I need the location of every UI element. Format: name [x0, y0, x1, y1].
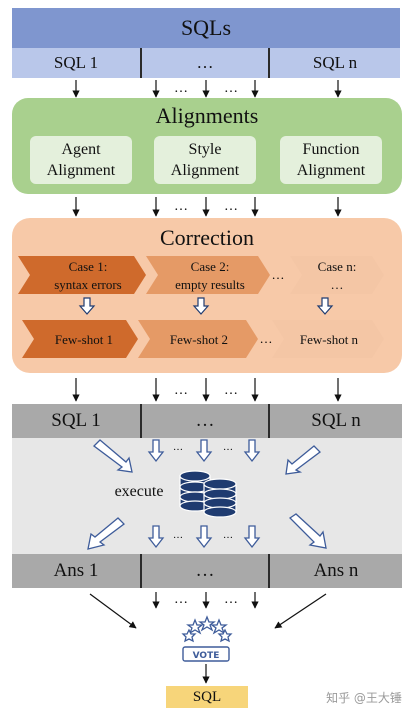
- correction-title: Correction: [159, 225, 255, 250]
- arrows-correction-to-results: [72, 378, 342, 402]
- dots-3b: …: [224, 383, 238, 398]
- result-middle-cell: …: [142, 404, 268, 438]
- execute-output-arrows: [87, 513, 327, 550]
- fewshot-n-chevron: [272, 320, 384, 358]
- case-n-line2: …: [331, 277, 344, 292]
- case-1-line2: syntax errors: [54, 277, 122, 292]
- arrows-answers-to-vote: [89, 592, 327, 629]
- sql-n-label: SQL n: [312, 53, 358, 72]
- dots-1a: …: [174, 81, 188, 96]
- sql-results-row: SQL 1 … SQL n: [12, 404, 402, 438]
- dots-2b: …: [224, 199, 238, 214]
- sqls-header: SQLs: [12, 8, 400, 48]
- card-line: Style: [188, 141, 222, 158]
- case-n-line1: Case n:: [318, 259, 357, 274]
- sqls-title: SQLs: [180, 15, 232, 40]
- dots-2a: …: [174, 199, 188, 214]
- sql-1-label: SQL 1: [53, 53, 99, 72]
- sql-1-cell: SQL 1: [12, 48, 140, 78]
- result-sql-n-label: SQL n: [311, 410, 361, 431]
- case-1-chevron: [18, 256, 146, 294]
- function-alignment-card: Function Alignment: [280, 136, 382, 184]
- dots-4a: …: [173, 442, 183, 453]
- style-alignment-card: Style Alignment: [154, 136, 256, 184]
- ans-middle-cell: …: [142, 554, 268, 588]
- arrows-alignments-to-correction: [72, 197, 342, 217]
- fewshot-2-label: Few-shot 2: [170, 332, 228, 347]
- fewshot-1-chevron: [22, 320, 138, 358]
- sql-middle-cell: …: [142, 48, 268, 78]
- card-line: Alignment: [170, 162, 240, 179]
- final-sql-badge: SQL: [166, 686, 248, 708]
- agent-alignment-card: Agent Alignment: [30, 136, 132, 184]
- execute-label: execute: [114, 483, 164, 500]
- result-sql-1-label: SQL 1: [51, 410, 101, 431]
- sql-ellipsis: …: [196, 53, 214, 72]
- column-divider: [140, 554, 142, 588]
- dots-1b: …: [224, 81, 238, 96]
- dots-5b: …: [223, 530, 233, 541]
- ans-1-cell: Ans 1: [12, 554, 140, 588]
- column-divider: [268, 554, 270, 588]
- answers-row: Ans 1 … Ans n: [12, 554, 402, 588]
- case-2-chevron: [146, 256, 270, 294]
- card-line: Agent: [61, 141, 101, 158]
- card-line: Alignment: [296, 162, 366, 179]
- dots-3a: …: [174, 383, 188, 398]
- ans-ellipsis: …: [195, 560, 215, 581]
- card-line: Function: [302, 141, 360, 158]
- result-sql-n-cell: SQL n: [270, 404, 402, 438]
- column-divider: [268, 404, 270, 438]
- column-divider: [140, 48, 142, 78]
- case-2-line2: empty results: [175, 277, 245, 292]
- card-line: Alignment: [46, 162, 116, 179]
- dots-4b: …: [223, 442, 233, 453]
- ans-1-label: Ans 1: [53, 560, 99, 581]
- fewshot-1-label: Few-shot 1: [55, 332, 113, 347]
- vote-icon: VOTE: [181, 615, 233, 662]
- column-divider: [140, 404, 142, 438]
- fewshot-n-label: Few-shot n: [300, 332, 359, 347]
- fewshot-ellipsis: …: [260, 331, 273, 346]
- ans-n-cell: Ans n: [270, 554, 402, 588]
- database-icon: [179, 470, 237, 518]
- case-ellipsis: …: [272, 267, 285, 282]
- dots-6a: …: [174, 592, 188, 607]
- result-sql-1-cell: SQL 1: [12, 404, 140, 438]
- final-sql-label: SQL: [192, 688, 222, 705]
- arrows-sqls-to-alignments: [72, 80, 342, 98]
- execute-input-arrows: [93, 439, 321, 475]
- fewshot-2-chevron: [138, 320, 258, 358]
- dots-6b: …: [224, 592, 238, 607]
- result-ellipsis: …: [195, 410, 215, 431]
- column-divider: [268, 48, 270, 78]
- vote-label: VOTE: [193, 651, 220, 661]
- case-n-chevron: [290, 256, 384, 294]
- case-2-line1: Case 2:: [191, 259, 230, 274]
- dots-5a: …: [173, 530, 183, 541]
- sql-n-cell: SQL n: [270, 48, 400, 78]
- alignments-title: Alignments: [155, 103, 259, 128]
- ans-n-label: Ans n: [313, 560, 359, 581]
- watermark: 知乎 @王大锤: [326, 690, 402, 705]
- case-to-fewshot-arrows: [78, 297, 334, 315]
- case-1-line1: Case 1:: [69, 259, 108, 274]
- sqls-row: SQL 1 … SQL n: [12, 48, 400, 78]
